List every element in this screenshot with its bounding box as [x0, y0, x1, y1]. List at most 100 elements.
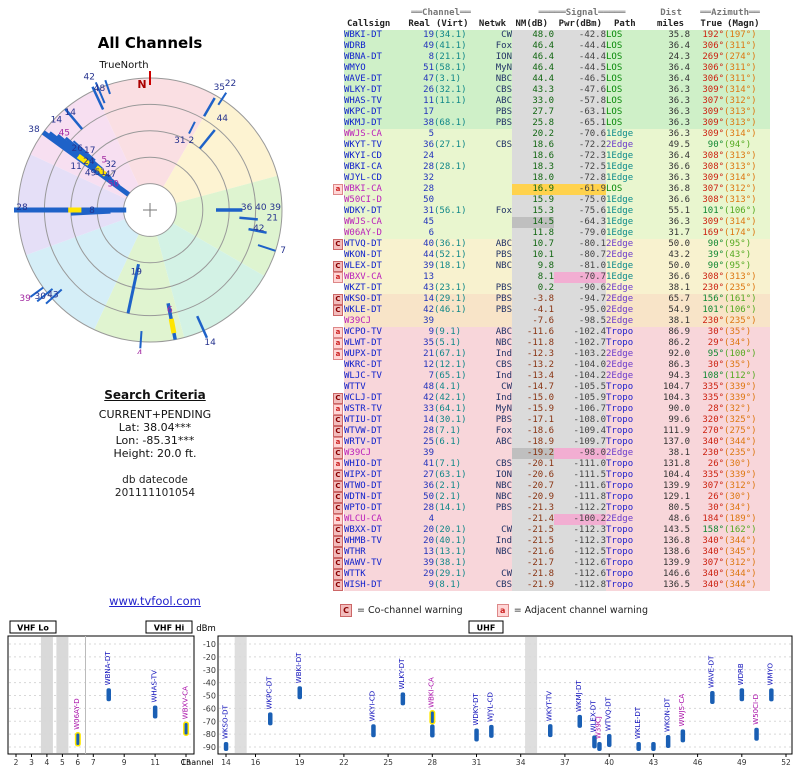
- search-criteria-heading: Search Criteria: [104, 388, 206, 402]
- radar-channel-label: 43: [47, 290, 58, 300]
- radar-channel-label: 36 40 39: [241, 203, 281, 213]
- signal-bar-label: WKMJ-DT: [575, 680, 583, 712]
- signal-bar: [769, 688, 774, 702]
- radar-spoke: [29, 286, 44, 298]
- x-tick-label: 43: [649, 758, 659, 767]
- radar-spoke: [217, 92, 228, 106]
- x-tick-label: 34: [516, 758, 526, 767]
- signal-bar-label: WMYO: [767, 663, 775, 686]
- x-tick-label: 7: [91, 758, 96, 767]
- radar-channel-label: 49: [85, 169, 97, 179]
- co-channel-warning-badge: C: [333, 393, 343, 404]
- x-tick-label: 4: [45, 758, 50, 767]
- longitude: Lon: -85.31***: [115, 434, 195, 447]
- radar-channel-label: 19: [131, 268, 143, 278]
- radar-channel-label: 22: [225, 79, 236, 89]
- radar-spoke: [94, 82, 106, 104]
- y-tick-label: -60: [203, 704, 216, 713]
- co-channel-warning-badge: C: [333, 305, 343, 316]
- radar-spoke: [203, 97, 216, 117]
- y-tick-label: -50: [203, 692, 216, 701]
- channel-axis-label: Channel: [181, 758, 214, 767]
- signal-bar-label: WLKY-DT: [398, 658, 406, 690]
- x-tick-label: 11: [150, 758, 160, 767]
- radar-sector: [26, 210, 150, 330]
- warning-legend: C = Co-channel warning a = Adjacent chan…: [340, 604, 648, 617]
- col-real: Real: [408, 19, 430, 29]
- radar-channel-label: 47: [105, 170, 116, 180]
- col-callsign: Callsign: [347, 19, 391, 29]
- co-channel-warning-badge: C: [333, 547, 343, 558]
- header-spacer: [332, 8, 408, 19]
- signal-bar-label: W39CJ: [595, 716, 603, 739]
- adjacent-channel-legend-item: a = Adjacent channel warning: [496, 604, 648, 617]
- co-channel-warning-badge: C: [333, 503, 343, 514]
- co-channel-warning-badge: C: [333, 261, 343, 272]
- signal-bar-label: WBNA-DT: [104, 651, 112, 686]
- adjacent-channel-warning-badge: a: [333, 404, 343, 415]
- col-miles: miles: [656, 19, 685, 29]
- y-tick-label: -20: [203, 653, 216, 662]
- radar-spoke: [257, 244, 276, 252]
- radar-channel-label: 24: [83, 157, 95, 167]
- col-warn: [332, 19, 344, 30]
- signal-bar-label: WDRB: [737, 663, 745, 685]
- signal-bar-label: WTVQ-DT: [605, 696, 613, 731]
- co-channel-warning-badge: C: [333, 558, 343, 569]
- signal-bar: [680, 729, 686, 743]
- signal-bar: [754, 727, 759, 741]
- signal-bar-label: WLEX-DT: [590, 700, 598, 733]
- signal-bar-label: WKPC-DT: [266, 676, 274, 710]
- signal-bar: [429, 710, 436, 725]
- dbm-axis-label: dBm: [196, 624, 216, 634]
- adjacent-channel-warning-badge: a: [333, 349, 343, 360]
- radar-channel-label: 44: [217, 114, 229, 124]
- radar-title: All Channels: [97, 34, 203, 52]
- signal-bar: [223, 742, 229, 751]
- radar-channel-label: 42: [83, 73, 94, 83]
- x-tick-label: 6: [75, 758, 80, 767]
- x-tick-label: 16: [251, 758, 261, 767]
- signal-bar: [710, 691, 715, 704]
- group-header-signal: ═════Signal═════: [538, 8, 626, 18]
- radar-channel-label: 45: [59, 129, 70, 139]
- signal-bar-label: W06AY-D: [73, 698, 81, 729]
- tvfool-link[interactable]: www.tvfool.com: [109, 594, 201, 608]
- north-label: N: [137, 78, 146, 91]
- x-tick-label: 28: [428, 758, 438, 767]
- signal-bar-label: WKLE-DT: [634, 706, 642, 739]
- x-tick-label: 3: [29, 758, 34, 767]
- x-tick-label: 13: [181, 758, 191, 767]
- signal-bar: [739, 688, 745, 702]
- signal-bar-label: WJYL-CD: [487, 692, 495, 722]
- vhf-lo-label-box: [9, 620, 57, 634]
- radar-channel-label: 6: [167, 305, 173, 315]
- col-path: Path: [614, 19, 636, 29]
- x-tick-label: 31: [472, 758, 482, 767]
- signal-bar-label: WKON-DT: [663, 697, 671, 732]
- radar-channel-label: 8: [89, 206, 95, 216]
- signal-bar: [106, 688, 111, 702]
- signal-bar-label: WDKY-DT: [472, 692, 480, 725]
- x-tick-label: 14: [221, 758, 231, 767]
- signal-bar-label: WKSO-DT: [221, 704, 229, 739]
